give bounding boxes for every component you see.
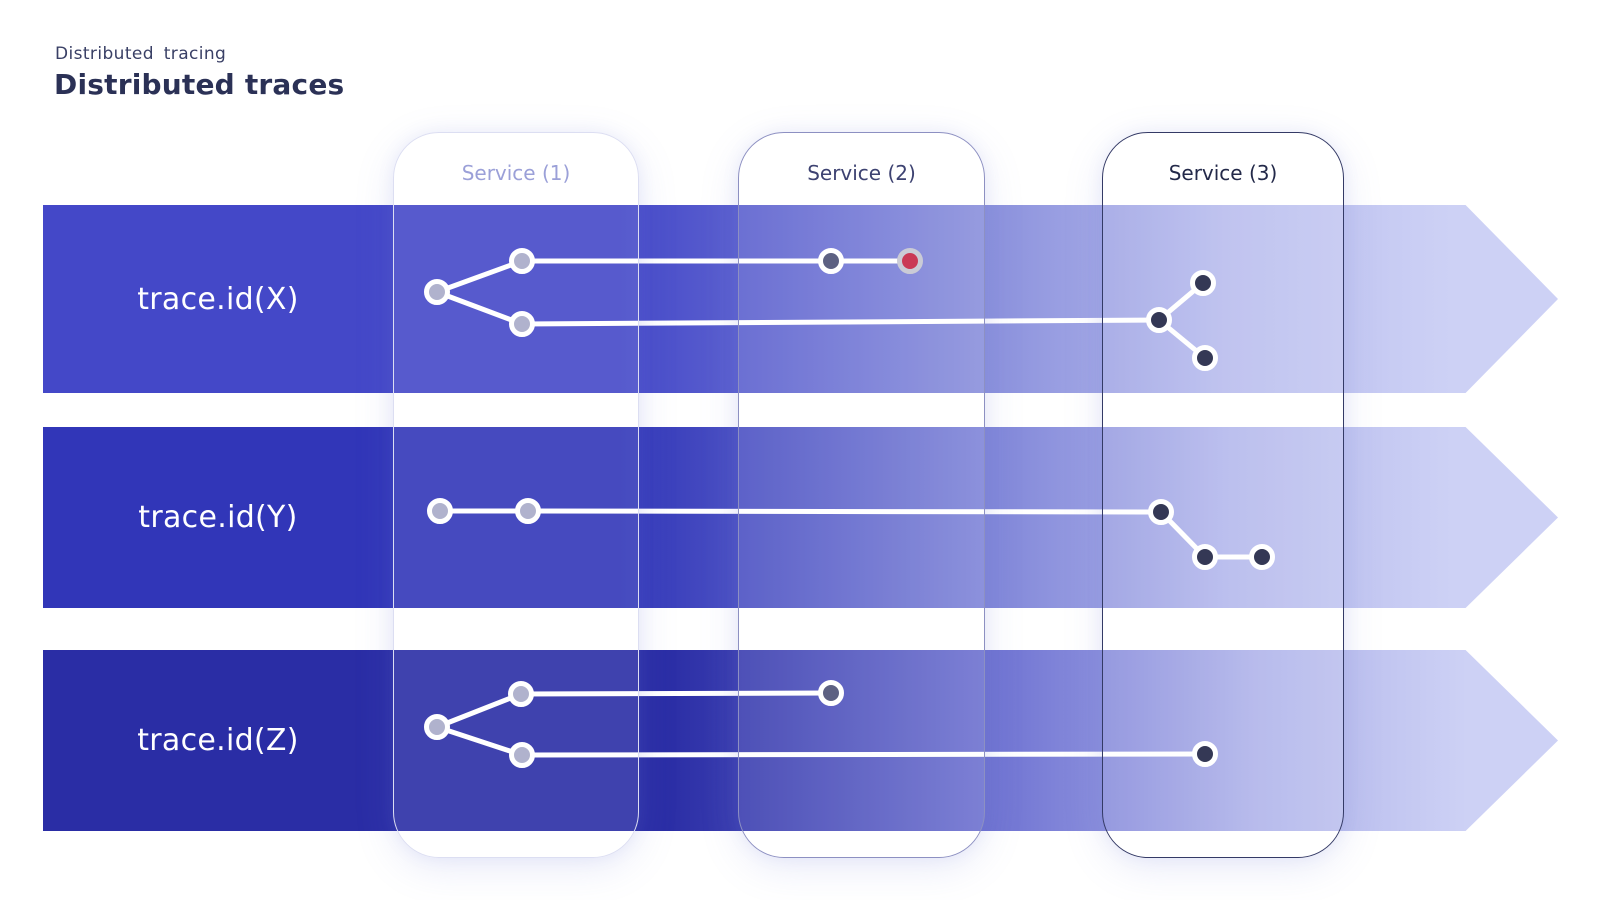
span-node: [424, 279, 450, 305]
span-edge: [434, 289, 525, 327]
span-node: [509, 311, 535, 337]
span-node: [1249, 544, 1275, 570]
service-label: Service (2): [807, 161, 916, 185]
span-node-error: [897, 248, 923, 274]
span-node: [508, 681, 534, 707]
eyebrow-text: Distributed tracing: [55, 44, 227, 64]
trace-spans-x: [424, 248, 1218, 371]
trace-spans-z: [424, 680, 1218, 768]
span-node: [1192, 345, 1218, 371]
service-column-1: Service (1): [393, 132, 639, 858]
trace-id-label: trace.id(X): [137, 281, 299, 317]
span-edge: [519, 751, 1208, 758]
trace-id-label: trace.id(Z): [137, 723, 299, 758]
span-node: [509, 742, 535, 768]
trace-band-x: trace.id(X): [43, 205, 1558, 393]
span-node: [818, 248, 844, 274]
span-node: [1146, 307, 1172, 333]
trace-band-z: trace.id(Z): [43, 650, 1558, 831]
span-edge: [434, 258, 525, 295]
span-edge: [434, 724, 525, 758]
span-node: [1190, 270, 1216, 296]
span-node: [427, 498, 453, 524]
span-node: [424, 714, 450, 740]
span-node: [1192, 741, 1218, 767]
span-edge: [434, 691, 524, 730]
trace-spans-y: [427, 498, 1275, 570]
trace-id-label: trace.id(Y): [138, 500, 298, 535]
service-label: Service (1): [461, 161, 571, 185]
span-edge: [518, 690, 834, 697]
span-node: [509, 248, 535, 274]
page-title: Distributed traces: [54, 68, 345, 101]
span-edge: [519, 317, 1162, 327]
span-node: [818, 680, 844, 706]
service-label: Service (3): [1168, 161, 1278, 185]
span-node: [515, 498, 541, 524]
span-node: [1192, 544, 1218, 570]
span-edge: [525, 508, 1164, 515]
span-node: [1148, 499, 1174, 525]
service-column-2: Service (2): [738, 132, 985, 858]
service-column-3: Service (3): [1102, 132, 1344, 858]
trace-band-y: trace.id(Y): [43, 427, 1558, 608]
